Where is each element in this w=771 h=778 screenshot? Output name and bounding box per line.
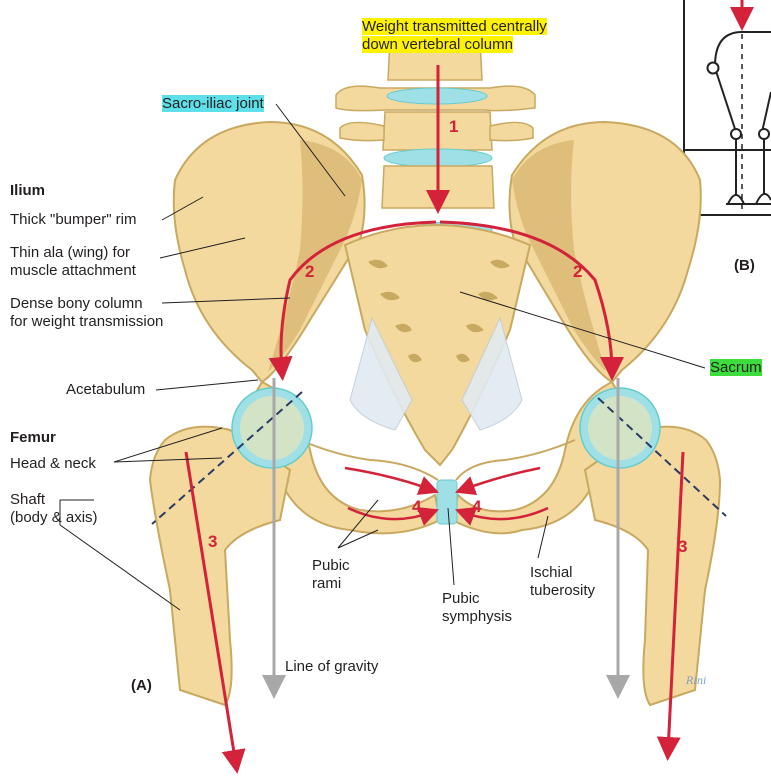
arrow-4-right-upper bbox=[462, 468, 540, 490]
pubic-symphysis-cartilage bbox=[437, 480, 457, 524]
ischial-line1: Ischial bbox=[530, 564, 573, 582]
sacroiliac-label-text: Sacro-iliac joint bbox=[162, 95, 264, 112]
bumper-rim-label: Thick "bumper" rim bbox=[10, 211, 137, 229]
weight-label-line1-text: Weight transmitted centrally bbox=[362, 18, 547, 35]
ischial-line2: tuberosity bbox=[530, 582, 595, 600]
right-femur bbox=[580, 388, 720, 705]
left-ilium bbox=[174, 122, 365, 382]
weight-label-line2: down vertebral column bbox=[362, 36, 513, 54]
panel-b-label: (B) bbox=[734, 257, 755, 275]
right-ilium bbox=[509, 122, 700, 382]
ala-label-line1: Thin ala (wing) for bbox=[10, 244, 130, 262]
panel-a-label: (A) bbox=[131, 677, 152, 695]
force-number-4-right: 4 bbox=[472, 497, 481, 517]
force-number-2-right: 2 bbox=[573, 262, 582, 282]
pubic-symphysis-line1: Pubic bbox=[442, 590, 480, 608]
force-number-4-left: 4 bbox=[412, 497, 421, 517]
weight-label-line2-text: down vertebral column bbox=[362, 36, 513, 53]
force-number-3-right: 3 bbox=[678, 537, 687, 557]
force-number-1: 1 bbox=[449, 117, 458, 137]
force-number-2-left: 2 bbox=[305, 262, 314, 282]
sacrum-label-text: Sacrum bbox=[710, 359, 762, 376]
ala-label-line2: muscle attachment bbox=[10, 262, 136, 280]
sacroiliac-label: Sacro-iliac joint bbox=[162, 95, 264, 113]
pubic-rami-line1: Pubic bbox=[312, 557, 350, 575]
pubic-rami-line2: rami bbox=[312, 575, 341, 593]
force-number-3-left: 3 bbox=[208, 532, 217, 552]
dense-column-line2: for weight transmission bbox=[10, 313, 163, 331]
vertebral-column bbox=[336, 40, 535, 238]
sacrum-label: Sacrum bbox=[710, 359, 762, 377]
femur-heading: Femur bbox=[10, 429, 56, 447]
acetabulum-label: Acetabulum bbox=[66, 381, 145, 399]
pubic-symphysis-line2: symphysis bbox=[442, 608, 512, 626]
illustrator-signature: Rini bbox=[686, 676, 706, 687]
shaft-label-line1: Shaft bbox=[10, 491, 45, 509]
dense-column-line1: Dense bony column bbox=[10, 295, 143, 313]
arrow-4-left-upper bbox=[345, 468, 432, 490]
ilium-heading: Ilium bbox=[10, 182, 45, 200]
line-of-gravity-label: Line of gravity bbox=[285, 658, 378, 676]
weight-label-line1: Weight transmitted centrally bbox=[362, 18, 547, 36]
head-neck-label: Head & neck bbox=[10, 455, 96, 473]
shaft-label-line2: (body & axis) bbox=[10, 509, 98, 527]
